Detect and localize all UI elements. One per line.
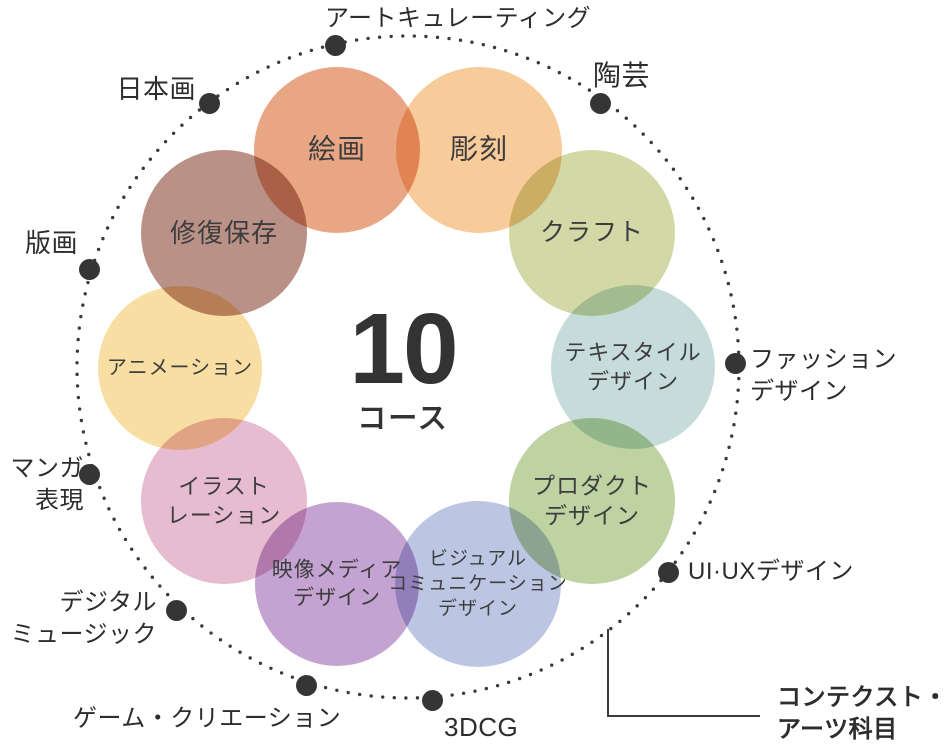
course-label-craft: クラフト: [539, 218, 644, 247]
course-label-illustration: イラストレーション: [166, 473, 282, 528]
course-circle-conservation: [141, 150, 307, 316]
subject-dot-ui-ux-design: [657, 561, 679, 583]
subject-label-printmaking: 版画: [24, 228, 78, 258]
subject-label-nihonga: 日本画: [116, 74, 196, 104]
subject-dot-art-curating: [324, 34, 346, 56]
subject-label-manga-expression: マンガ表現: [10, 455, 84, 514]
annotation-bracket: [607, 629, 760, 717]
subject-dot-printmaking: [78, 258, 100, 280]
subject-dot-ceramics: [589, 92, 611, 114]
subject-dot-nihonga: [198, 92, 220, 114]
subject-label-art-curating: アートキュレーティング: [325, 5, 592, 32]
context-arts-label-line2: アーツ科目: [777, 715, 898, 743]
subject-label-ui-ux-design: UI·UXデザイン: [688, 558, 854, 585]
course-label-visual-media-design: 映像メディアデザイン: [271, 558, 403, 609]
course-count: 10 コース: [253, 299, 553, 437]
subject-dot-manga-expression: [78, 463, 100, 485]
course-label-textile-design: テキスタイルデザイン: [564, 339, 702, 394]
course-circle-visual-communication-design: [395, 501, 561, 667]
course-label-product-design: プロダクトデザイン: [532, 472, 652, 529]
subject-label-fashion-design: ファッションデザイン: [750, 346, 897, 405]
subject-dot-game-creation: [295, 674, 317, 696]
course-label-sculpture: 彫刻: [449, 133, 508, 165]
context-arts-label: コンテクスト・ アーツ科目: [777, 682, 945, 746]
subject-label-ceramics: 陶芸: [593, 60, 651, 91]
subject-label-game-creation: ゲーム・クリエーション: [73, 705, 342, 732]
subject-dot-fashion-design: [724, 352, 746, 374]
course-count-unit: コース: [357, 403, 449, 435]
course-label-painting: 絵画: [307, 133, 366, 165]
subject-dot-digital-music: [165, 599, 187, 621]
course-label-animation: アニメーション: [106, 356, 254, 379]
subject-dot-3dcg: [421, 689, 443, 711]
course-label-conservation: 修復保存: [169, 217, 278, 248]
subject-label-3dcg: 3DCG: [444, 712, 519, 742]
subject-label-digital-music: デジタルミュージック: [10, 589, 157, 648]
context-arts-label-line1: コンテクスト・: [777, 684, 945, 711]
course-count-number: 10: [349, 293, 458, 405]
course-label-visual-communication-design: ビジュアルコミュニケーションデザイン: [388, 548, 568, 620]
